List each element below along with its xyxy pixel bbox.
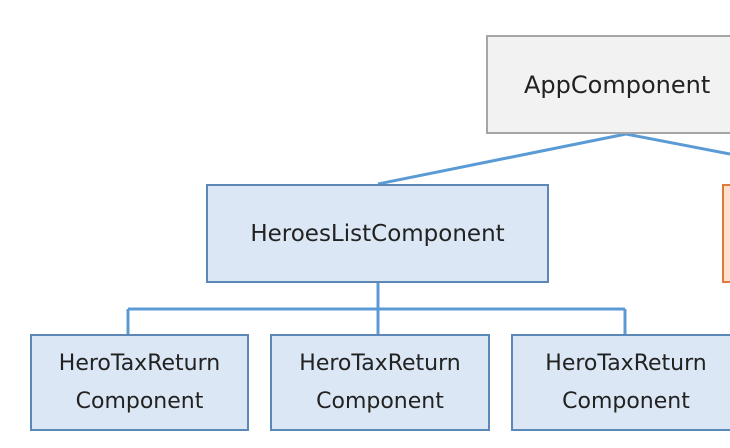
leaf-3-line-2: Component	[562, 388, 690, 414]
leaf-3-line-1: HeroTaxReturn	[545, 350, 707, 376]
connector-root-to-sibling	[625, 132, 730, 156]
leaf-2-line-1: HeroTaxReturn	[299, 350, 461, 376]
hero-tax-return-component-node-2: HeroTaxReturn Component	[270, 334, 490, 431]
heroes-list-component-label: HeroesListComponent	[250, 220, 505, 247]
hero-tax-return-component-node-1: HeroTaxReturn Component	[30, 334, 249, 431]
leaf-2-line-2: Component	[316, 388, 444, 414]
leaf-1-line-2: Component	[75, 388, 204, 414]
app-component-node: AppComponent	[486, 35, 730, 134]
hero-tax-return-component-node-3: HeroTaxReturn Component	[511, 334, 730, 431]
sibling-component-node-partial	[722, 184, 730, 283]
connector-root-to-list	[377, 132, 627, 186]
app-component-label: AppComponent	[524, 70, 711, 99]
heroes-list-component-node: HeroesListComponent	[206, 184, 549, 283]
leaf-1-line-1: HeroTaxReturn	[58, 350, 221, 376]
